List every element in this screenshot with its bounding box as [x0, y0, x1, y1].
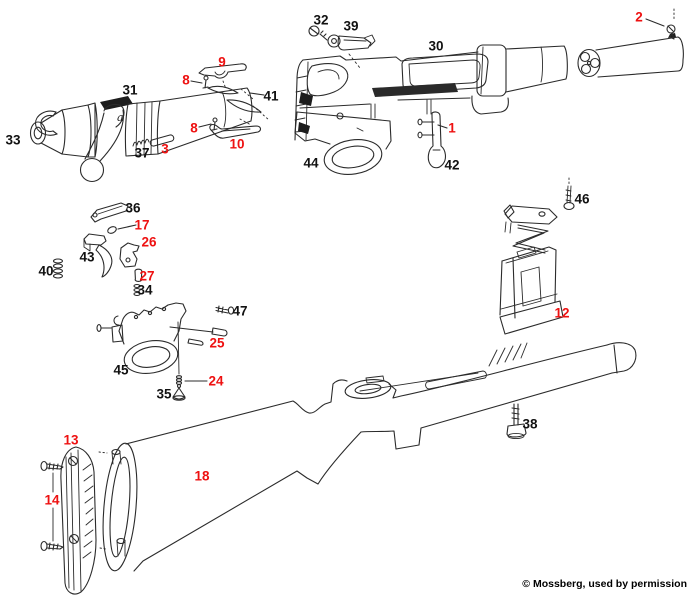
part-label-26: 26	[141, 234, 157, 250]
part-label-13: 13	[63, 432, 79, 448]
part-label-31: 31	[122, 82, 138, 98]
part-label-8: 8	[190, 120, 198, 136]
part-label-35: 35	[156, 386, 172, 402]
part-label-47: 47	[232, 303, 248, 319]
part-label-42: 42	[444, 157, 460, 173]
magazine-art	[500, 178, 574, 334]
buttplate-art	[41, 447, 96, 594]
part-label-44: 44	[303, 155, 319, 171]
part-label-10: 10	[229, 136, 245, 152]
part-label-1: 1	[448, 120, 456, 136]
part-label-39: 39	[343, 18, 359, 34]
receiver-assembly-art	[295, 26, 567, 178]
copyright-notice: © Mossberg, used by permission	[522, 578, 687, 590]
part-label-18: 18	[194, 468, 210, 484]
stock-art	[98, 343, 635, 572]
part-label-32: 32	[313, 12, 329, 28]
part-label-24: 24	[208, 373, 224, 389]
part-label-17: 17	[134, 217, 150, 233]
part-label-45: 45	[113, 362, 129, 378]
part-label-9: 9	[218, 54, 226, 70]
part-label-25: 25	[209, 335, 225, 351]
part-label-38: 38	[522, 416, 538, 432]
part-label-34: 34	[137, 282, 153, 298]
trigger-housing-art	[97, 303, 234, 400]
part-label-30: 30	[428, 38, 444, 54]
part-label-33: 33	[5, 132, 21, 148]
part-label-36: 36	[125, 200, 141, 216]
bolt-assembly-art: a	[31, 64, 270, 182]
part-label-12: 12	[554, 305, 570, 321]
part-label-37: 37	[134, 145, 150, 161]
part-label-27: 27	[139, 268, 155, 284]
trigger-group-upper-art	[54, 203, 142, 296]
part-label-46: 46	[574, 191, 590, 207]
bolt-marking: a	[117, 111, 124, 124]
part-label-40: 40	[38, 263, 54, 279]
part-label-2: 2	[635, 9, 643, 25]
part-label-41: 41	[263, 88, 279, 104]
part-label-8: 8	[182, 72, 190, 88]
barrel-art	[578, 9, 683, 77]
part-label-43: 43	[79, 249, 95, 265]
part-label-14: 14	[44, 492, 60, 508]
part-label-3: 3	[161, 141, 169, 157]
